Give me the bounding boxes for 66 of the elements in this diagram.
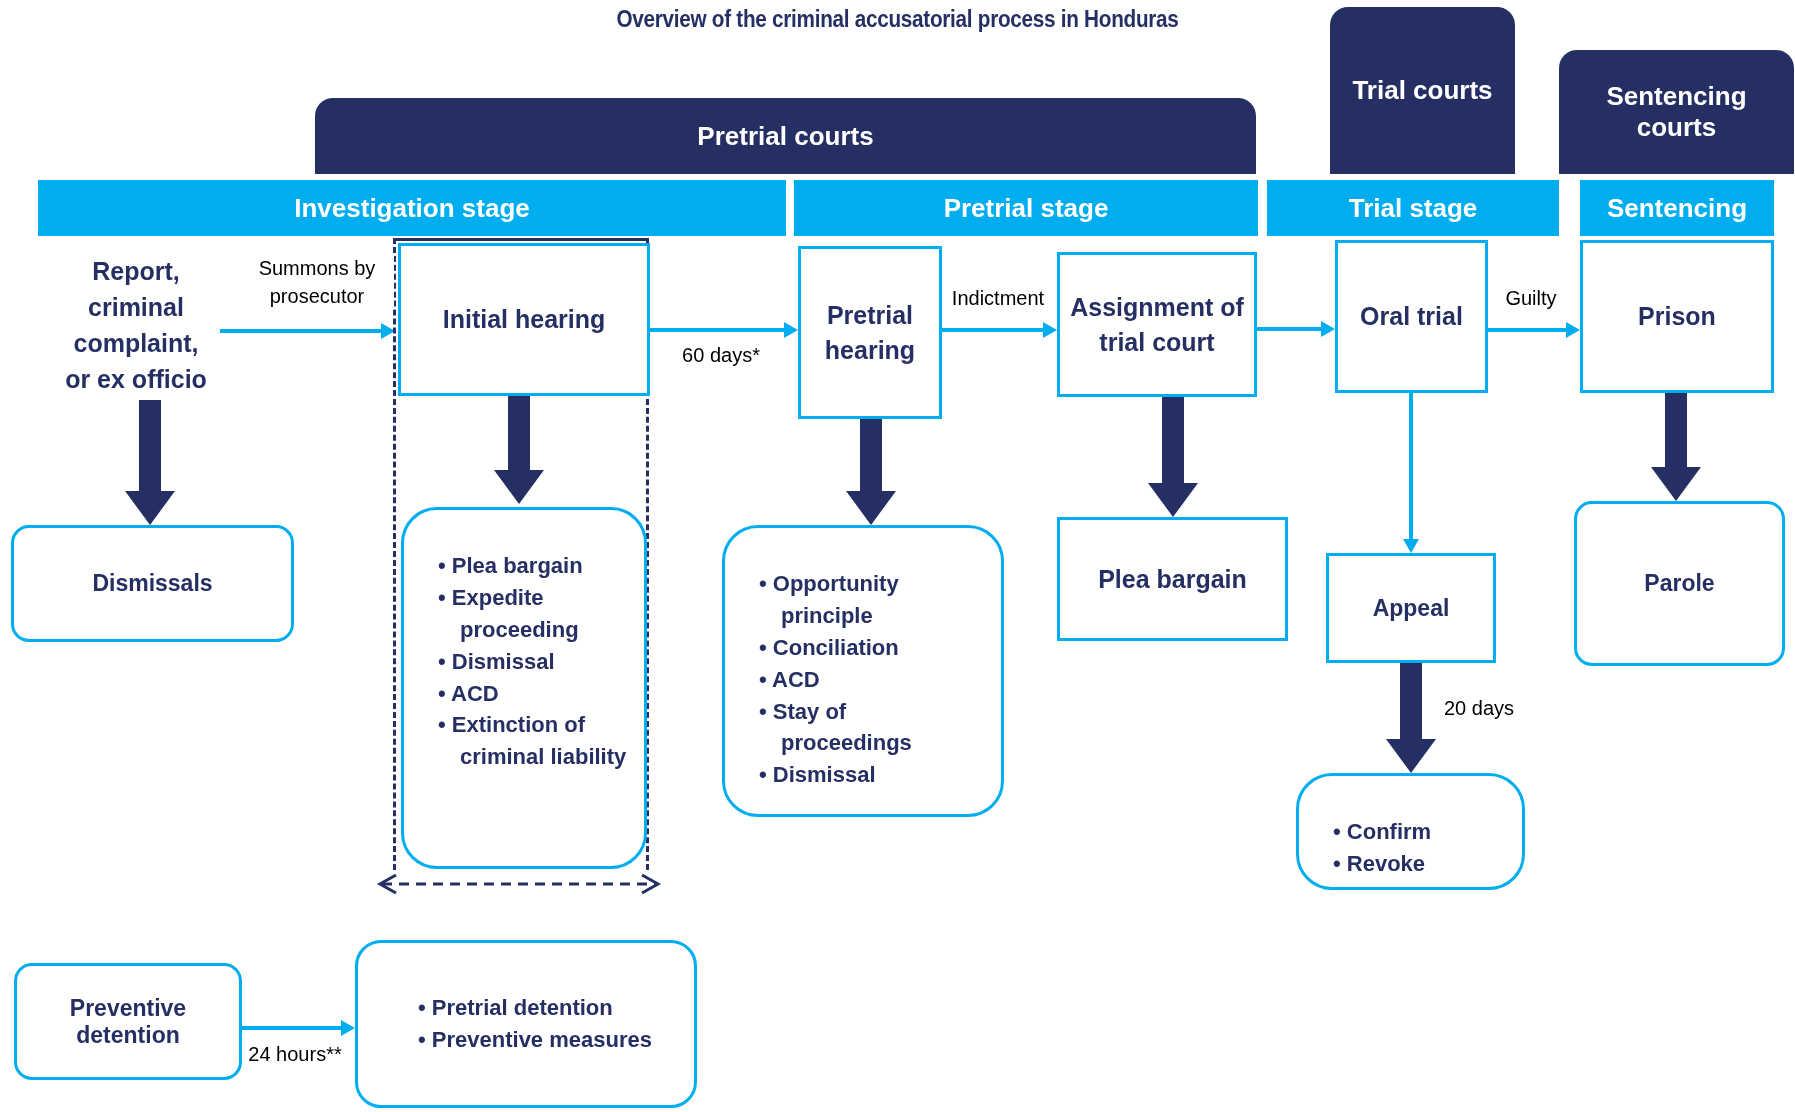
dashed-group-box bbox=[393, 238, 649, 870]
court-header bbox=[315, 98, 1256, 174]
list-item: • Preventive measures bbox=[418, 1026, 653, 1054]
box-label: Sentencing bbox=[1605, 192, 1749, 224]
box-label: Pretrial courts bbox=[696, 120, 875, 152]
box-label: Investigation stage bbox=[293, 192, 531, 224]
box-label: Prison bbox=[1637, 301, 1717, 332]
box-label: Dismissals bbox=[91, 570, 214, 597]
outcome-box bbox=[355, 940, 697, 1108]
list-item: • ACD bbox=[438, 679, 500, 708]
list-item: • Dismissal bbox=[438, 647, 556, 676]
outcome-box bbox=[722, 525, 1004, 817]
outcome-box bbox=[1326, 553, 1496, 663]
stage-header bbox=[1267, 180, 1559, 236]
arrow bbox=[1488, 322, 1580, 338]
process-box bbox=[1335, 240, 1488, 393]
arrow bbox=[942, 322, 1057, 338]
box-label: Pretrial hearing bbox=[823, 299, 917, 366]
arrow bbox=[220, 323, 395, 339]
process-box bbox=[398, 243, 650, 396]
box-label: Preventive detention bbox=[68, 994, 188, 1049]
outcome-box bbox=[11, 525, 294, 642]
block-arrow bbox=[1651, 393, 1701, 501]
box-label: Plea bargain bbox=[1097, 563, 1248, 595]
diagram-title: Overview of the criminal accusatorial process in Honduras bbox=[615, 6, 1180, 33]
list-item: • Plea bargain bbox=[438, 552, 584, 580]
list-item: • Revoke bbox=[1333, 849, 1427, 878]
court-header bbox=[1330, 7, 1515, 174]
process-box bbox=[1580, 240, 1774, 393]
box-label: Assignment of trial court bbox=[1069, 291, 1245, 358]
box-label: Initial hearing bbox=[441, 304, 607, 335]
box-label: Oral trial bbox=[1359, 301, 1464, 332]
box-label: Trial courts bbox=[1351, 75, 1494, 106]
outcome-box bbox=[1574, 501, 1785, 666]
block-arrow bbox=[1386, 663, 1436, 773]
list-item: • Pretrial detention bbox=[418, 994, 614, 1023]
block-arrow bbox=[125, 400, 175, 525]
outcome-box bbox=[14, 963, 242, 1080]
stage-header bbox=[38, 180, 786, 236]
box-label: Sentencing courts bbox=[1605, 81, 1748, 143]
list-item: • Stay of proceedings bbox=[759, 697, 913, 758]
arrow bbox=[1257, 321, 1335, 337]
stage-header bbox=[794, 180, 1258, 236]
box-label: Parole bbox=[1643, 570, 1716, 597]
list-item: • Confirm bbox=[1333, 818, 1433, 846]
box-label: Pretrial stage bbox=[942, 192, 1110, 224]
stage-header bbox=[1580, 180, 1774, 236]
outcome-box bbox=[1296, 773, 1525, 890]
block-arrow bbox=[1148, 397, 1198, 517]
list-item: • Dismissal bbox=[759, 761, 877, 790]
list-item: • Opportunity principle bbox=[759, 570, 900, 630]
arrow bbox=[1403, 393, 1419, 553]
box-label: Trial stage bbox=[1347, 192, 1479, 224]
list-item: • Expedite proceeding bbox=[438, 583, 580, 644]
process-box bbox=[1057, 517, 1288, 641]
block-arrow bbox=[846, 419, 896, 525]
list-item: • Extinction of criminal liability bbox=[438, 711, 628, 772]
outcome-box bbox=[401, 507, 647, 869]
court-header bbox=[1559, 50, 1794, 174]
list-item: • ACD bbox=[759, 665, 821, 694]
process-box bbox=[798, 246, 942, 419]
process-box bbox=[1057, 252, 1257, 397]
box-label: Appeal bbox=[1371, 594, 1451, 622]
source-text: Report, criminal complaint, or ex officio bbox=[64, 255, 208, 396]
list-item: • Conciliation bbox=[759, 633, 900, 662]
arrow bbox=[242, 1020, 355, 1036]
